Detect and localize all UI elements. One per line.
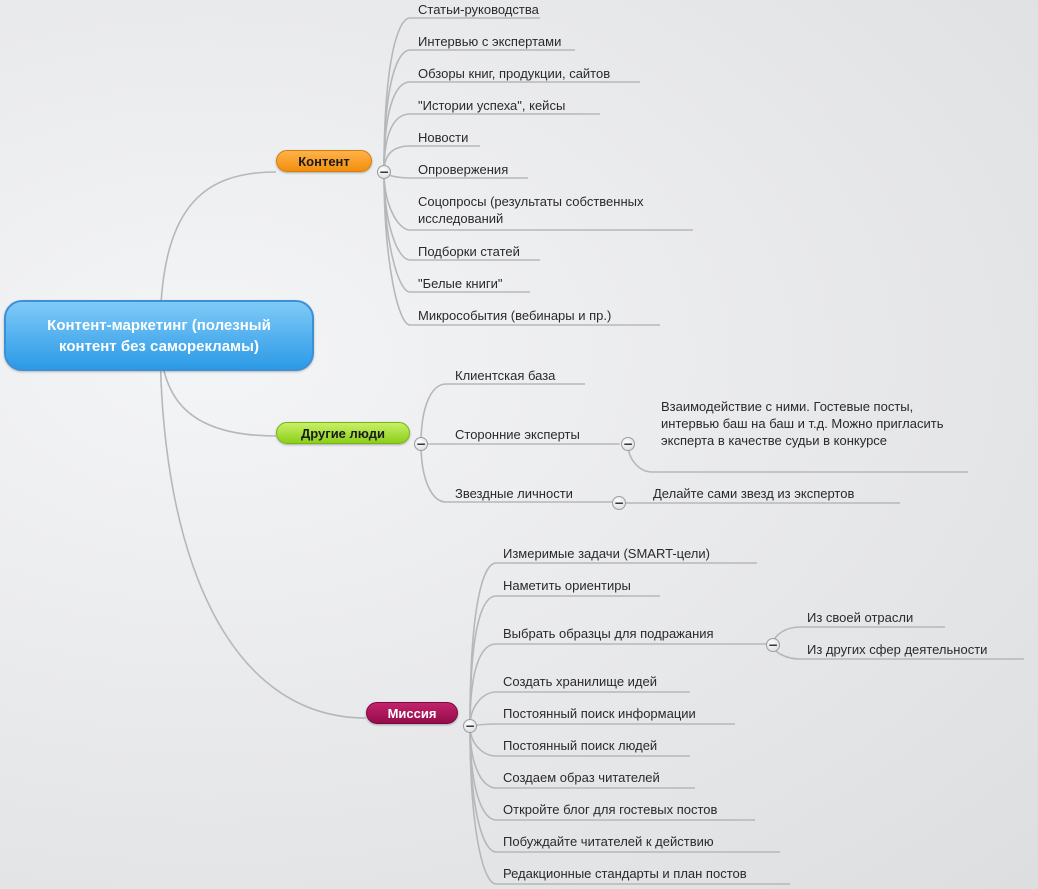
minus-icon: −: [622, 437, 634, 451]
mission-item[interactable]: Откройте блог для гостевых постов: [503, 802, 718, 817]
minus-icon: −: [378, 165, 390, 179]
people-item[interactable]: Сторонние эксперты: [455, 427, 580, 442]
people-item[interactable]: Звездные личности: [455, 486, 573, 501]
minus-icon: −: [464, 719, 476, 733]
branch-content-label: Контент: [298, 153, 350, 169]
people-item[interactable]: Клиентская база: [455, 368, 556, 383]
stars-note[interactable]: Делайте сами звезд из экспертов: [653, 486, 855, 501]
collapse-content-toggle[interactable]: −: [377, 165, 391, 179]
branch-content[interactable]: Контент: [276, 150, 372, 172]
root-node[interactable]: Контент-маркетинг (полезный контент без …: [4, 300, 314, 371]
mission-item[interactable]: Постоянный поиск людей: [503, 738, 658, 753]
content-item[interactable]: Подборки статей: [418, 244, 520, 259]
wire-root-content: [159, 171, 277, 336]
mission-item[interactable]: Наметить ориентиры: [503, 578, 631, 593]
content-item[interactable]: Статьи-руководства: [418, 2, 539, 17]
content-item[interactable]: Интервью с экспертами: [418, 34, 562, 49]
wire-root-mission: [159, 334, 367, 719]
branch-people-label: Другие люди: [301, 425, 385, 441]
mission-item[interactable]: Постоянный поиск информации: [503, 706, 696, 721]
collapse-people-toggle[interactable]: −: [414, 437, 428, 451]
minus-icon: −: [415, 437, 427, 451]
content-item[interactable]: "Белые книги": [418, 276, 503, 291]
content-item[interactable]: Микрособытия (вебинары и пр.): [418, 308, 612, 323]
branch-mission-label: Миссия: [387, 705, 437, 721]
content-item[interactable]: Соцопросы (результаты собственных исслед…: [418, 194, 644, 226]
branch-people[interactable]: Другие люди: [276, 422, 410, 444]
role-model-item[interactable]: Из других сфер деятельности: [807, 642, 988, 657]
root-node-label: Контент-маркетинг (полезный контент без …: [47, 316, 271, 355]
minus-icon: −: [767, 638, 779, 652]
mission-item[interactable]: Выбрать образцы для подражания: [503, 626, 714, 641]
content-item[interactable]: "Истории успеха", кейсы: [418, 98, 566, 113]
experts-note[interactable]: Взаимодействие с ними. Гостевые посты, и…: [661, 399, 944, 448]
collapse-experts-toggle[interactable]: −: [621, 437, 635, 451]
minus-icon: −: [613, 496, 625, 510]
mission-item[interactable]: Редакционные стандарты и план постов: [503, 866, 747, 881]
collapse-stars-toggle[interactable]: −: [612, 496, 626, 510]
content-item[interactable]: Обзоры книг, продукции, сайтов: [418, 66, 611, 81]
mission-item[interactable]: Измеримые задачи (SMART-цели): [503, 546, 710, 561]
role-model-item[interactable]: Из своей отрасли: [807, 610, 914, 625]
collapse-role-models-toggle[interactable]: −: [766, 638, 780, 652]
content-item[interactable]: Новости: [418, 130, 469, 145]
content-item[interactable]: Опровержения: [418, 162, 509, 177]
mission-item[interactable]: Создаем образ читателей: [503, 770, 660, 785]
branch-mission[interactable]: Миссия: [366, 702, 458, 724]
mission-item[interactable]: Побуждайте читателей к действию: [503, 834, 714, 849]
mission-item[interactable]: Создать хранилище идей: [503, 674, 657, 689]
collapse-mission-toggle[interactable]: −: [463, 719, 477, 733]
